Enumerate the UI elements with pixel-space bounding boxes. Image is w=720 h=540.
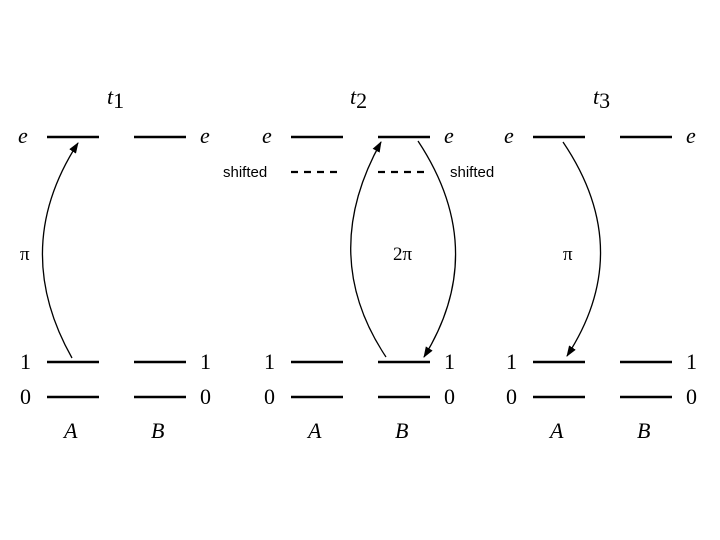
atom-label-a: A — [306, 418, 322, 443]
two-pi-pulse-arrow-down — [417, 140, 457, 358]
level-label-0-left: 0 — [20, 384, 31, 409]
panel-t3-time-label: t3 — [593, 84, 610, 113]
atom-label-b: B — [637, 418, 650, 443]
panel-t1: t1 e e 1 1 0 0 A B π — [18, 84, 211, 443]
level-label-e-left: e — [504, 123, 514, 148]
atom-label-a: A — [62, 418, 78, 443]
level-label-0-right: 0 — [200, 384, 211, 409]
panel-t2-time-label: t2 — [350, 84, 367, 113]
level-label-0-left: 0 — [264, 384, 275, 409]
level-label-e-left: e — [18, 123, 28, 148]
level-label-e-right: e — [200, 123, 210, 148]
shifted-label-left: shifted — [223, 164, 267, 181]
atom-label-b: B — [151, 418, 164, 443]
atom-label-a: A — [548, 418, 564, 443]
pi-pulse-label: π — [20, 244, 30, 265]
pi-pulse-label: π — [563, 244, 573, 265]
two-pi-pulse-arrow-up — [350, 141, 387, 358]
level-label-0-right: 0 — [686, 384, 697, 409]
panel-t1-time-label: t1 — [107, 84, 124, 113]
shifted-label-right: shifted — [450, 164, 494, 181]
level-label-e-right: e — [444, 123, 454, 148]
panel-t3: t3 e e 1 1 0 0 A B π — [504, 84, 697, 443]
pi-pulse-arrow-down — [562, 141, 602, 357]
level-label-0-left: 0 — [506, 384, 517, 409]
level-label-1-right: 1 — [444, 349, 455, 374]
two-pi-pulse-label: 2π — [393, 244, 413, 265]
level-label-1-left: 1 — [20, 349, 31, 374]
atom-label-b: B — [395, 418, 408, 443]
level-label-1-right: 1 — [200, 349, 211, 374]
level-label-0-right: 0 — [444, 384, 455, 409]
pi-pulse-arrow-up — [41, 142, 79, 359]
level-label-1-right: 1 — [686, 349, 697, 374]
level-label-1-left: 1 — [264, 349, 275, 374]
level-label-1-left: 1 — [506, 349, 517, 374]
level-label-e-right: e — [686, 123, 696, 148]
panel-t2: t2 e e shifted shifted 1 1 0 0 A B 2π — [223, 84, 494, 443]
level-label-e-left: e — [262, 123, 272, 148]
